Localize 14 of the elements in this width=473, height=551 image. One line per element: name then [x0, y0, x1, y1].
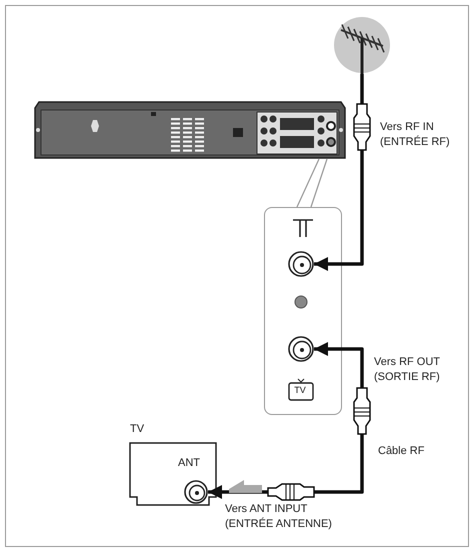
port-label: ANT — [178, 456, 200, 471]
vcr-rear-panel-drawing — [33, 100, 347, 160]
antenna-drawing — [333, 16, 391, 74]
edge-label: Câble RF — [378, 444, 426, 459]
icon-label: TV — [293, 384, 307, 397]
rf-jack — [184, 480, 208, 504]
rf-jack — [288, 251, 314, 277]
inset-panel — [264, 207, 342, 415]
leader-line — [296, 158, 328, 208]
connection-label: Vers ANT INPUT (ENTRÉE ANTENNE) — [225, 502, 333, 532]
edge-label: Vers RF IN (ENTRÉE RF) — [380, 120, 451, 150]
device-heading: TV — [130, 422, 144, 437]
connection-label: Vers RF OUT (SORTIE RF) — [374, 355, 441, 385]
rf-jack — [288, 336, 314, 362]
